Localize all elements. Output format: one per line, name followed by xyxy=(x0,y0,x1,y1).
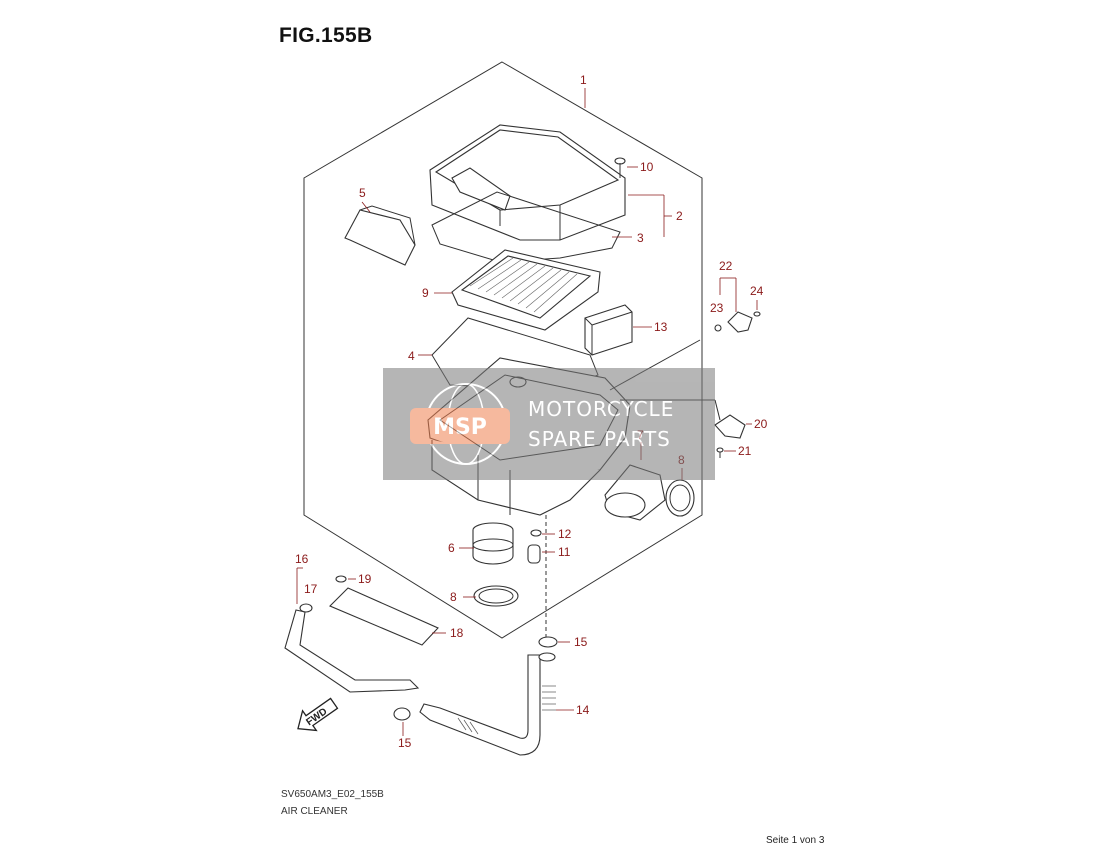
page-indicator: Seite 1 von 3 xyxy=(766,835,825,846)
callout-13: 13 xyxy=(654,320,668,334)
air-cleaner-cover xyxy=(429,124,626,241)
hose-14 xyxy=(419,652,556,756)
callout-4: 4 xyxy=(408,349,415,363)
plate-18 xyxy=(329,587,439,646)
part-22 xyxy=(714,311,761,333)
callout-11: 11 xyxy=(558,545,571,559)
figure-code: SV650AM3_E02_155B xyxy=(281,789,384,800)
part-6 xyxy=(472,522,514,565)
fwd-arrow: FWD xyxy=(297,697,339,732)
sensor-20 xyxy=(714,414,746,439)
clamp-15-upper xyxy=(538,636,558,648)
bracket-16 xyxy=(284,609,420,693)
callout-15b: 15 xyxy=(398,736,412,750)
callout-17: 17 xyxy=(304,582,318,596)
watermark-logo-badge xyxy=(410,408,510,444)
callout-16: 16 xyxy=(295,552,309,566)
clamp-8-right xyxy=(665,479,695,517)
callout-1: 1 xyxy=(580,73,587,87)
callout-20: 20 xyxy=(754,417,768,431)
watermark-line1: MOTORCYCLE xyxy=(528,397,674,421)
filter-element-9 xyxy=(451,249,601,331)
clamp-8-lower xyxy=(473,585,519,607)
callout-15a: 15 xyxy=(574,635,588,649)
watermark-logo-text: MSP xyxy=(433,415,487,440)
part-13-block xyxy=(584,304,633,356)
screw-19 xyxy=(335,575,347,583)
callout-19: 19 xyxy=(358,572,372,586)
callout-10: 10 xyxy=(640,160,654,174)
clamp-15-lower xyxy=(393,707,411,721)
screw-10 xyxy=(614,157,626,178)
callout-8b: 8 xyxy=(450,590,457,604)
callout-24: 24 xyxy=(750,284,764,298)
part-17 xyxy=(299,603,313,613)
callout-6: 6 xyxy=(448,541,455,555)
callout-2: 2 xyxy=(676,209,683,223)
figure-title: FIG.155B xyxy=(279,24,373,47)
gasket-3 xyxy=(431,191,621,263)
part-5 xyxy=(344,205,416,266)
callout-9: 9 xyxy=(422,286,429,300)
callout-14: 14 xyxy=(576,703,590,717)
callout-22: 22 xyxy=(719,259,733,273)
part-12 xyxy=(530,529,542,537)
callout-18: 18 xyxy=(450,626,464,640)
callout-21: 21 xyxy=(738,444,752,458)
callout-23: 23 xyxy=(710,301,724,315)
watermark-line2: SPARE PARTS xyxy=(528,427,671,451)
part-11 xyxy=(527,544,541,564)
screw-21 xyxy=(716,447,724,458)
watermark: MSP MOTORCYCLE SPARE PARTS xyxy=(383,368,715,480)
callout-12: 12 xyxy=(558,527,572,541)
callout-3: 3 xyxy=(637,231,644,245)
figure-name: AIR CLEANER xyxy=(281,806,348,817)
callout-5: 5 xyxy=(359,186,366,200)
assembly-outline xyxy=(303,61,703,639)
